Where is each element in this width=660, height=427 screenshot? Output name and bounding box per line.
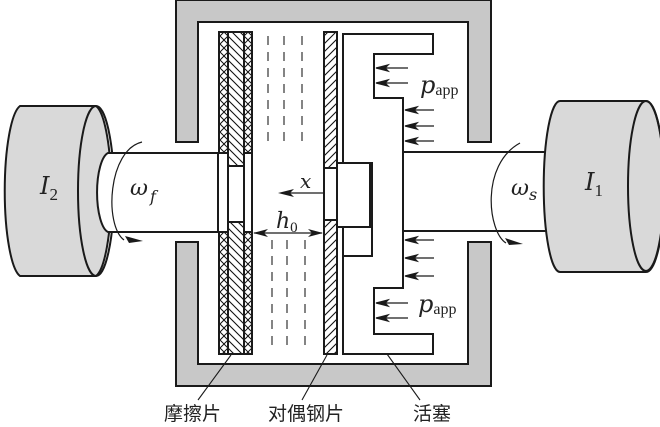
- flywheel-right: [542, 100, 660, 273]
- pressure-arrows-bottom: [375, 235, 434, 323]
- label-inertia-left: I2: [39, 172, 58, 204]
- label-omega-s: ωs: [511, 176, 537, 204]
- shaft-left: [96, 152, 219, 233]
- gap-dimension-arrow: [253, 229, 323, 237]
- friction-plate: [218, 31, 253, 355]
- flywheel-left: [3, 105, 115, 277]
- leader-lines: [197, 353, 421, 401]
- displacement-arrow: [278, 189, 324, 197]
- housing: [175, 0, 492, 387]
- rotation-arrow-right: [490, 142, 521, 244]
- oil-film-lines: [267, 36, 306, 352]
- rotation-arrow-left: [111, 141, 143, 241]
- piston: [342, 33, 434, 355]
- steel-plate: [323, 31, 338, 355]
- housing-bottom: [175, 241, 492, 387]
- housing-top: [175, 0, 492, 143]
- callout-steel-plate: 对偶钢片: [268, 403, 344, 425]
- label-inertia-right: I1: [584, 168, 603, 200]
- callout-friction-plate: 摩擦片: [164, 403, 221, 425]
- label-h0: h0: [276, 209, 298, 236]
- label-p-app-top: papp: [420, 71, 458, 99]
- rotation-arrowhead-right: [505, 238, 523, 245]
- callout-piston: 活塞: [413, 403, 451, 425]
- rotation-arrowhead-left: [125, 236, 143, 243]
- label-p-app-bottom: papp: [418, 290, 456, 318]
- pressure-arrows-top: [375, 63, 434, 146]
- piston-hub: [337, 33, 373, 355]
- label-x: x: [300, 169, 311, 193]
